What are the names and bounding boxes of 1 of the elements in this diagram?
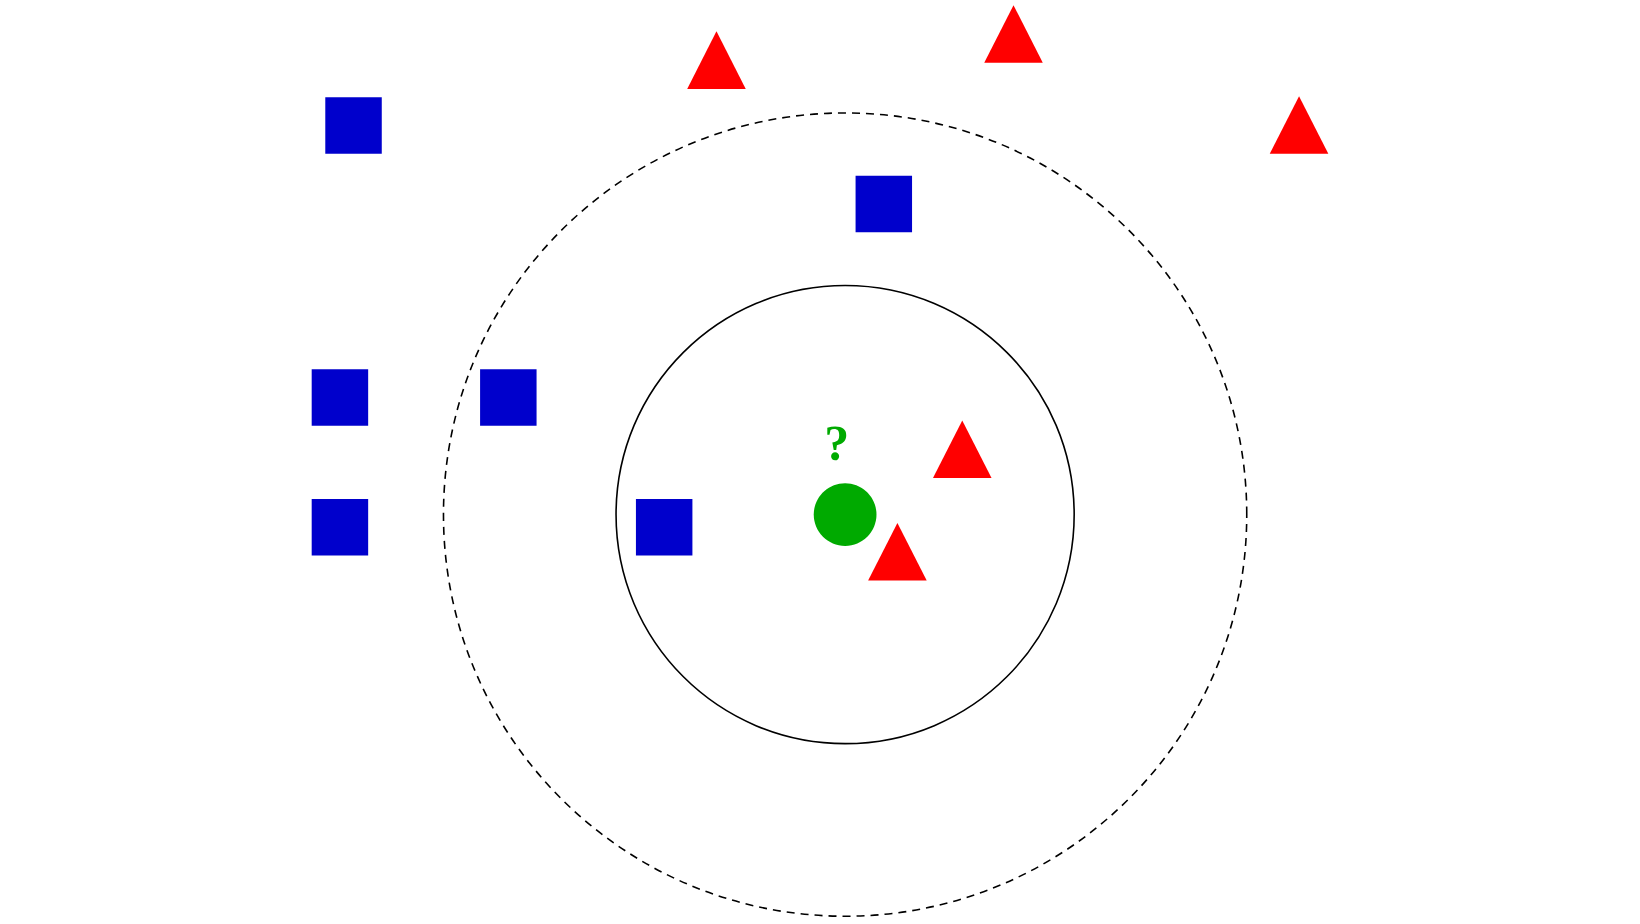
question-mark: ? xyxy=(827,426,847,461)
